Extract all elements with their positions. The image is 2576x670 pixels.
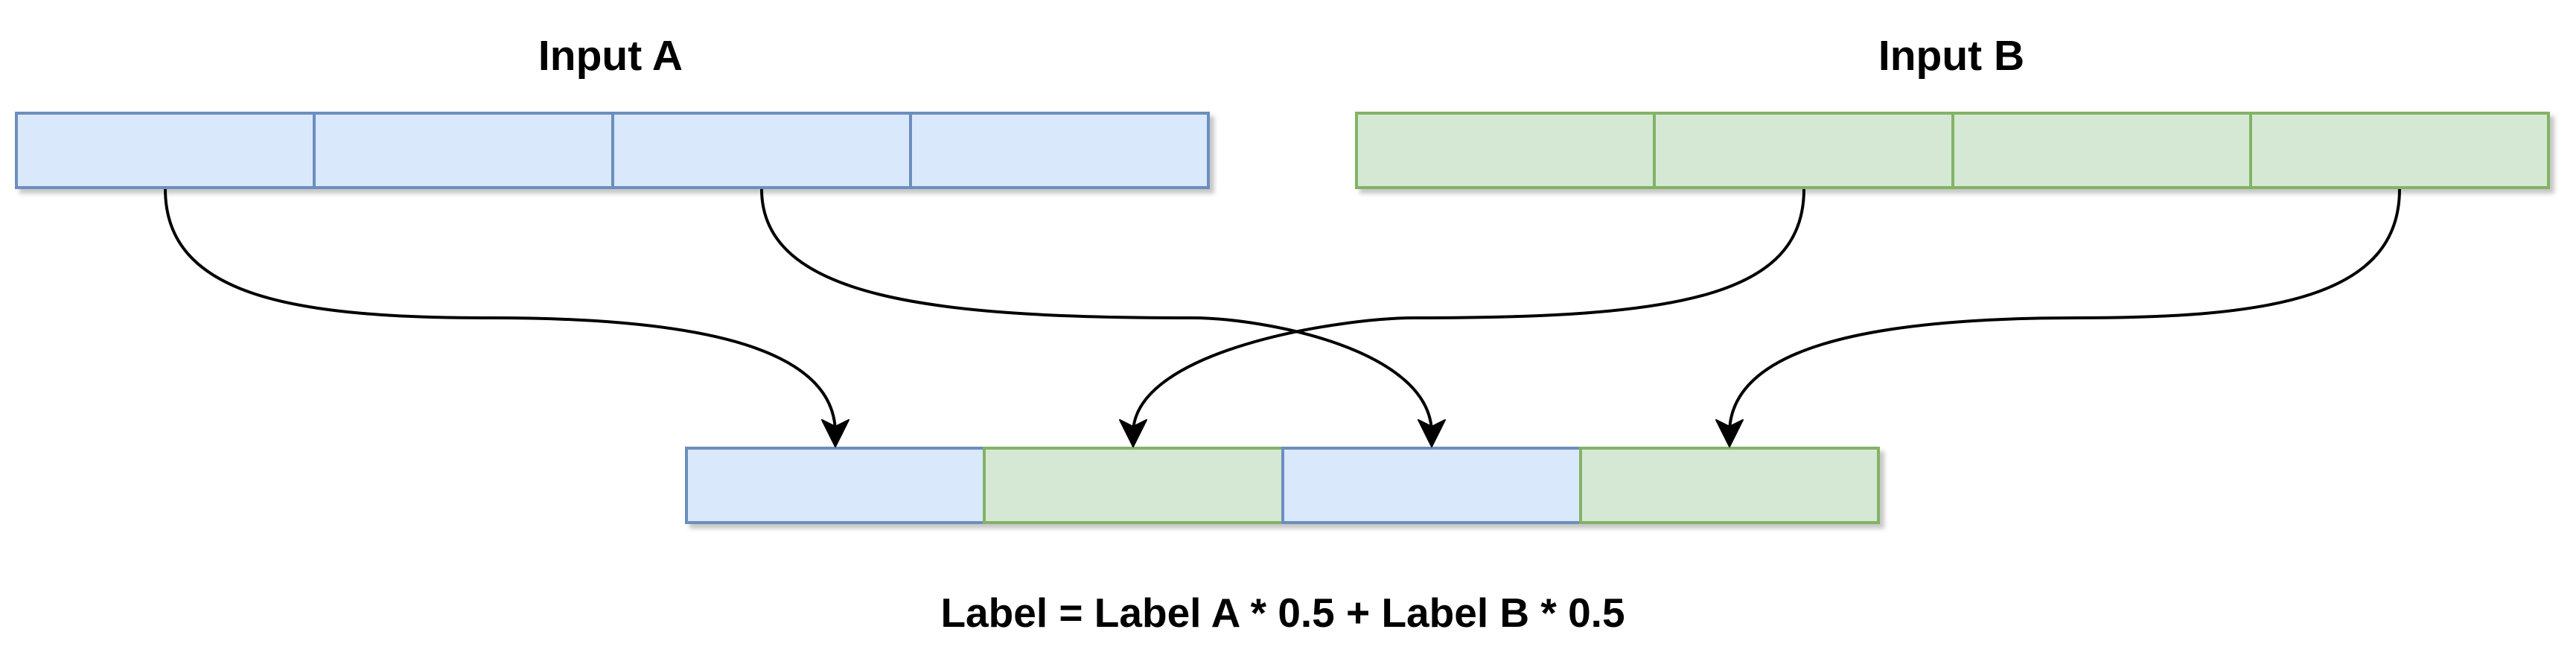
arrow-head-out1 xyxy=(821,419,849,447)
connector-a3-to-out3 xyxy=(760,188,1433,434)
input-a-title: Input A xyxy=(538,32,683,80)
input-b-segment-4 xyxy=(2249,112,2550,189)
input-b-segment-1 xyxy=(1355,112,1656,189)
input-b-segment-3 xyxy=(1951,112,2252,189)
input-a-segment-4 xyxy=(909,112,1210,189)
connector-b2-to-out2 xyxy=(1132,188,1805,434)
output-segment-1 xyxy=(685,447,986,524)
arrow-head-out3 xyxy=(1418,419,1446,447)
connector-a1-to-out1 xyxy=(164,188,837,434)
output-segment-3 xyxy=(1281,447,1582,524)
input-a-segment-1 xyxy=(15,112,316,189)
arrow-head-out2 xyxy=(1119,419,1147,447)
output-segment-2 xyxy=(983,447,1284,524)
output-segment-4 xyxy=(1579,447,1880,524)
input-a-segment-2 xyxy=(313,112,614,189)
input-a-bar xyxy=(15,112,1210,189)
output-bar xyxy=(685,447,1880,524)
input-b-segment-2 xyxy=(1653,112,1954,189)
formula-label: Label = Label A * 0.5 + Label B * 0.5 xyxy=(940,590,1625,636)
input-b-bar xyxy=(1355,112,2550,189)
input-b-title: Input B xyxy=(1878,32,2024,80)
input-a-segment-3 xyxy=(611,112,912,189)
arrow-head-out4 xyxy=(1715,419,1744,447)
connectors xyxy=(164,188,2401,447)
connector-b4-to-out4 xyxy=(1728,188,2401,434)
